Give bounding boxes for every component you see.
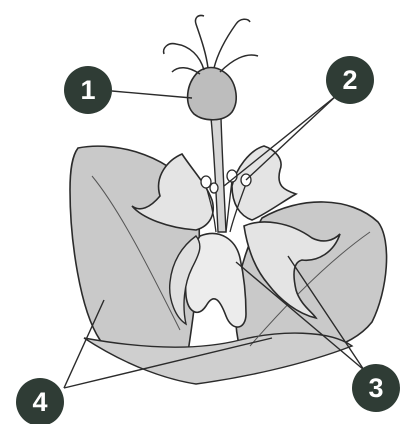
- leader-1-to-ovary: [112, 91, 192, 98]
- label-badge-2: 2: [326, 56, 374, 104]
- label-badge-1: 1: [64, 66, 112, 114]
- ovary: [188, 68, 237, 120]
- label-badge-3: 3: [352, 364, 400, 412]
- leader-2-to-stamen-right: [246, 96, 336, 180]
- stigma-branches: [164, 15, 258, 74]
- label-badge-4: 4: [16, 378, 64, 424]
